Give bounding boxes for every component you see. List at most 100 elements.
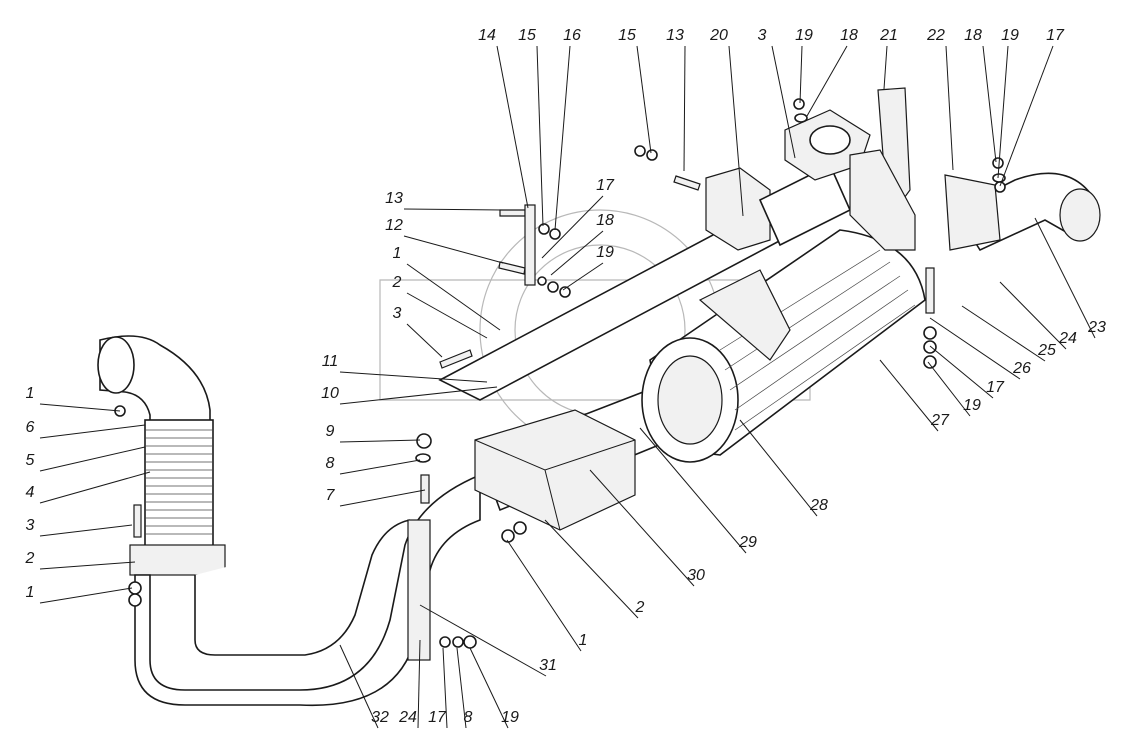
callout-label-c15b: 15 (618, 27, 636, 44)
callout-label-c18a: 18 (840, 27, 858, 44)
leader-line-c1b (39, 403, 121, 412)
leader-line-c2a (406, 292, 488, 339)
callout-label-c13b: 13 (385, 190, 403, 207)
leader-line-c14 (496, 45, 529, 209)
muffler-inlet (657, 355, 723, 445)
callout-label-c19a: 19 (795, 27, 813, 44)
leader-line-c13b (403, 208, 504, 211)
pipe-bracket (407, 519, 431, 661)
callout-label-c7: 7 (326, 487, 336, 504)
leader-line-c20 (728, 45, 744, 217)
exhaust-assembly (97, 87, 1101, 707)
leader-line-c5 (39, 446, 146, 472)
leader-line-c22 (945, 45, 954, 171)
leader-line-c8b (456, 647, 467, 729)
callout-label-c31: 31 (539, 657, 557, 674)
lower-flange (129, 544, 226, 576)
callout-label-c30: 30 (687, 567, 705, 584)
leader-line-c15a (536, 45, 544, 227)
upper-flange-hole (809, 125, 851, 155)
leader-line-c17c (929, 345, 994, 399)
fasteners (114, 98, 1006, 649)
callout-label-c1d: 1 (579, 632, 588, 649)
callout-label-c25: 25 (1037, 342, 1056, 359)
callout-label-c2c: 2 (635, 599, 645, 616)
callout-label-c17a: 17 (1046, 27, 1065, 44)
leader-line-c11 (339, 371, 488, 383)
leader-line-c16 (554, 45, 571, 231)
callout-label-c14: 14 (478, 27, 496, 44)
leader-line-c30 (589, 469, 695, 587)
leader-line-c8a (339, 459, 421, 475)
leader-line-c29 (639, 427, 747, 554)
heat-shield-top (705, 167, 771, 251)
callout-label-c3a: 3 (758, 27, 767, 44)
leader-line-c17d (442, 647, 448, 729)
callout-label-c13a: 13 (666, 27, 684, 44)
callout-label-c3c: 3 (26, 517, 35, 534)
tail-pipe-bracket (944, 174, 1001, 251)
leader-line-c1d (506, 539, 582, 652)
callout-label-c16: 16 (563, 27, 581, 44)
leader-line-c10 (339, 386, 498, 405)
elbow-opening (97, 336, 135, 394)
leader-line-c3b (406, 323, 443, 358)
callout-label-c19e: 19 (501, 709, 519, 726)
callout-label-c9: 9 (326, 423, 335, 440)
callout-label-c3b: 3 (393, 305, 402, 322)
leader-line-c12 (403, 235, 504, 264)
leader-line-c24b (417, 639, 421, 729)
callout-label-c1a: 1 (393, 245, 402, 262)
callout-label-c10: 10 (321, 385, 339, 402)
callout-label-c2a: 2 (392, 274, 402, 291)
leader-line-c18a (806, 45, 848, 117)
leader-line-c1a (406, 263, 501, 331)
flexible-corrugated-pipe (144, 419, 214, 551)
callout-label-c27: 27 (930, 412, 950, 429)
leader-line-c3c (39, 524, 133, 537)
muffler-mount (849, 149, 916, 251)
leader-line-c13a (683, 45, 686, 172)
callout-label-c32: 32 (371, 709, 389, 726)
leader-line-c28 (739, 419, 818, 517)
callout-label-c24b: 24 (398, 709, 417, 726)
callout-label-c15a: 15 (518, 27, 536, 44)
callout-label-c18c: 18 (596, 212, 614, 229)
callout-label-c20: 20 (709, 27, 728, 44)
callout-label-c29: 29 (738, 534, 757, 551)
corrugation-lines (145, 429, 213, 535)
callout-label-c8b: 8 (464, 709, 473, 726)
leader-line-c19c (562, 262, 604, 291)
callout-label-c28: 28 (809, 497, 828, 514)
triangle-bracket (698, 269, 791, 361)
leader-line-c15b (636, 45, 652, 154)
leader-line-c23 (1034, 217, 1096, 339)
callout-label-c1b: 1 (26, 385, 35, 402)
leader-line-c2b (39, 561, 136, 570)
leader-line-c19a (799, 45, 803, 104)
callout-label-c11: 11 (322, 353, 339, 370)
callout-label-c17b: 17 (596, 177, 615, 194)
leader-line-c3a (771, 45, 796, 159)
leader-line-c21 (883, 45, 888, 90)
callout-label-c17c: 17 (986, 379, 1005, 396)
leader-line-c17a (999, 45, 1054, 187)
callout-label-c23: 23 (1087, 319, 1106, 336)
leader-line-c26 (929, 317, 1021, 380)
leader-line-c19e (469, 647, 509, 729)
leader-line-c25 (961, 305, 1046, 362)
leader-line-c1c (39, 587, 133, 604)
callout-label-c1c: 1 (26, 584, 35, 601)
leader-line-c32 (339, 644, 379, 729)
callout-label-c19d: 19 (963, 397, 981, 414)
intake-pipe (134, 473, 481, 707)
leader-line-c18c (550, 230, 604, 276)
leader-lines (39, 45, 1096, 729)
leader-line-c27 (879, 359, 939, 432)
leader-line-c31 (419, 604, 547, 677)
callout-label-c12: 12 (385, 217, 403, 234)
tail-pipe-outlet (1059, 188, 1101, 242)
